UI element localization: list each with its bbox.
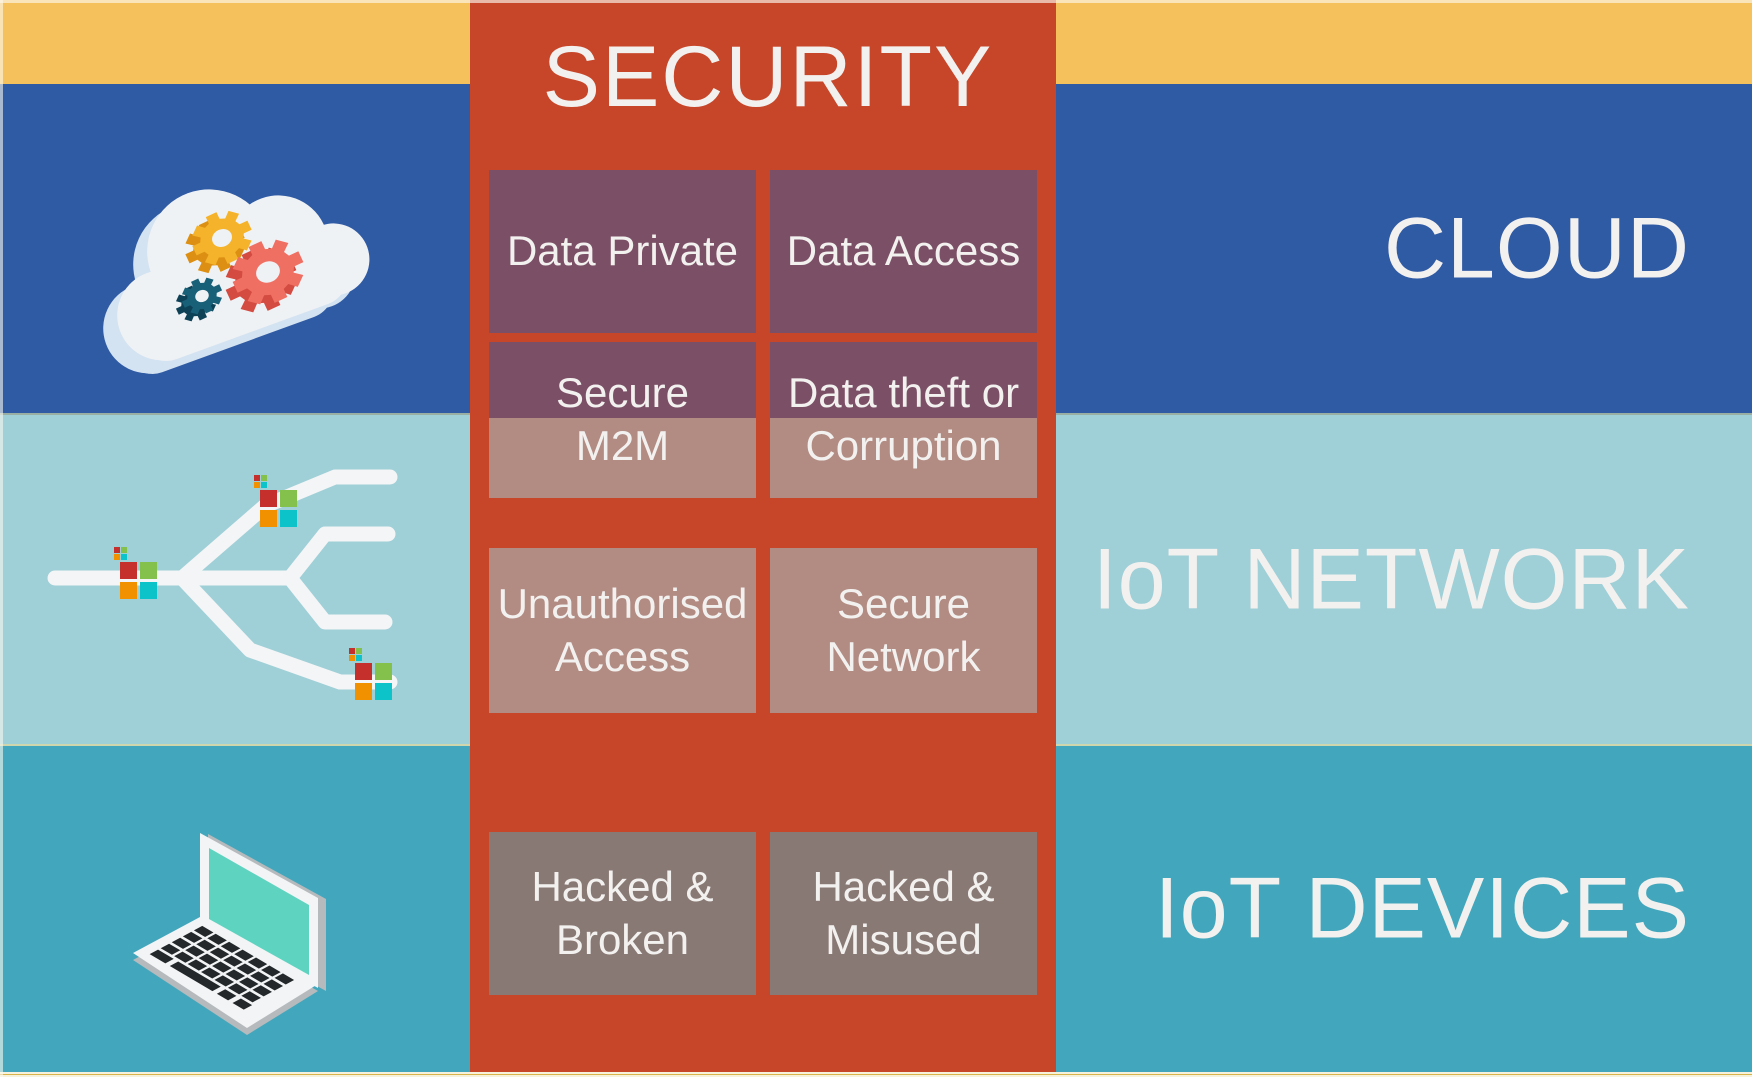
bottom-edge-border xyxy=(0,1072,1752,1077)
security-box-unauthorised-access: Unauthorised Access xyxy=(489,548,756,713)
security-box-secure-network: Secure Network xyxy=(770,548,1037,713)
security-box-line: Misused xyxy=(825,915,982,963)
iot-network-band-label: IoT NETWORK xyxy=(1092,531,1690,627)
security-box-line: Corruption xyxy=(805,422,1002,469)
security-title: SECURITY xyxy=(542,28,994,125)
laptop-icon xyxy=(133,833,326,1035)
security-box-hacked-broken: Hacked & Broken xyxy=(489,832,756,995)
security-box-line: Broken xyxy=(555,915,690,963)
security-box-line: Hacked & xyxy=(531,862,714,910)
cloud-gears-icon xyxy=(90,150,370,387)
security-column: SECURITY Data Private Data Access Secure… xyxy=(470,0,1056,1072)
iot-network-branch-icon xyxy=(47,469,398,700)
iot-devices-band-label: IoT DEVICES xyxy=(1154,860,1690,957)
security-box-data-private: Data Private xyxy=(489,170,756,333)
security-box-line: Network xyxy=(826,632,981,680)
security-box-line: Hacked & xyxy=(812,862,995,910)
security-box-hacked-misused: Hacked & Misused xyxy=(770,832,1037,995)
security-box-secure-m2m: Secure M2M xyxy=(489,342,756,498)
left-edge-border xyxy=(0,0,3,1077)
security-box-line: Unauthorised xyxy=(497,579,748,627)
security-box-line: Data Private xyxy=(506,227,739,275)
security-box-line: Data theft or xyxy=(787,369,1020,417)
security-box-line: Secure xyxy=(836,579,971,627)
cloud-band-label: CLOUD xyxy=(1383,200,1690,296)
security-box-line: Secure xyxy=(555,369,690,417)
security-box-line: Data Access xyxy=(786,227,1021,275)
top-edge-border xyxy=(0,0,1752,3)
security-box-data-theft: Data theft or Corruption xyxy=(770,342,1037,498)
security-box-line: M2M xyxy=(575,422,670,469)
security-box-data-access: Data Access xyxy=(770,170,1037,333)
security-box-line: Access xyxy=(554,632,691,680)
